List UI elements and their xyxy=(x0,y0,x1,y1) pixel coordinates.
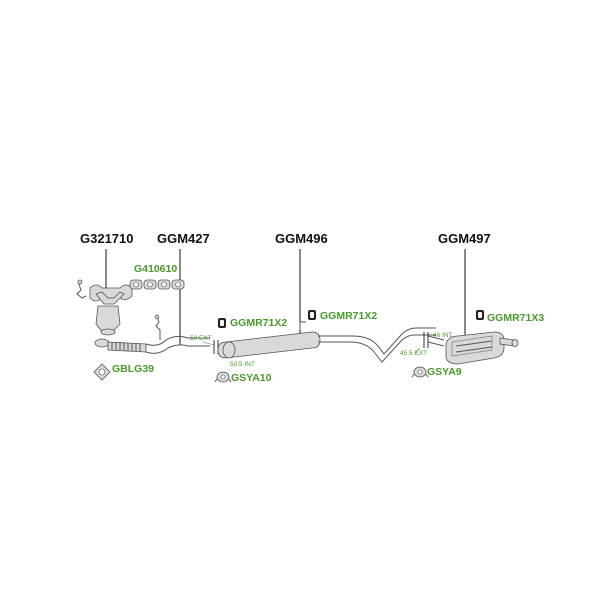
mount-rubber-3-icon[interactable] xyxy=(476,310,484,320)
code-clamp-1[interactable]: GSYA10 xyxy=(231,372,272,384)
code-flange-gasket[interactable]: GBLG39 xyxy=(112,363,154,375)
dimension-front-int: 50.5 INT xyxy=(230,361,255,368)
mount-rubber-2-icon[interactable] xyxy=(308,310,316,320)
dimension-rear-int: 46 INT xyxy=(433,332,453,339)
middle-silencer-part[interactable] xyxy=(217,321,436,363)
part-label-front-pipe[interactable]: GGM427 xyxy=(157,231,210,246)
clamp-1-icon[interactable] xyxy=(214,371,232,383)
dimension-front-ext: 50 EXT xyxy=(190,335,212,342)
mount-rubber-1-icon[interactable] xyxy=(218,318,226,328)
code-mount-rubber-1[interactable]: GGMR71X2 xyxy=(230,317,287,329)
part-label-rear-silencer[interactable]: GGM497 xyxy=(438,231,491,246)
rear-silencer-part[interactable] xyxy=(427,331,519,365)
code-mount-rubber-3[interactable]: GGMR71X3 xyxy=(487,312,544,324)
catalyst-manifold-part[interactable] xyxy=(76,279,133,336)
clamp-2-icon[interactable] xyxy=(411,366,429,378)
code-mount-rubber-2[interactable]: GGMR71X2 xyxy=(320,310,377,322)
joint-marker-rear xyxy=(423,332,429,348)
flange-gasket-icon[interactable] xyxy=(93,363,111,381)
code-gasket-set[interactable]: G410610 xyxy=(134,263,177,275)
joint-marker-front xyxy=(213,340,219,354)
dimension-rear-ext: 45.5 EXT xyxy=(400,350,427,357)
part-label-middle-silencer[interactable]: GGM496 xyxy=(275,231,328,246)
front-pipe-part[interactable] xyxy=(94,314,210,354)
gasket-set-icon[interactable] xyxy=(129,279,185,290)
part-label-catalyst[interactable]: G321710 xyxy=(80,231,134,246)
code-clamp-2[interactable]: GSYA9 xyxy=(427,366,462,378)
